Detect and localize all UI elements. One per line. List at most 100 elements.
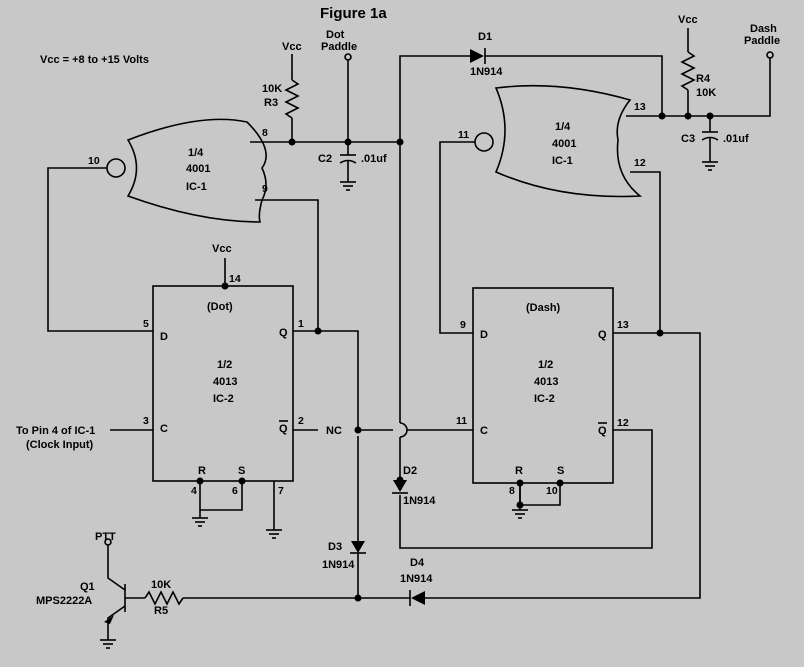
d4-label: D4: [410, 557, 425, 569]
pin-ff2-d: 9: [460, 319, 466, 331]
ff2-part: 4013: [534, 376, 558, 388]
ff1-d: D: [160, 331, 168, 343]
pin-ff2-s: 10: [546, 485, 558, 497]
pin-ff1-d: 5: [143, 318, 149, 330]
ptt-label: PTT: [95, 531, 116, 543]
r5-name: R5: [154, 605, 168, 617]
c3-value: .01uf: [723, 133, 749, 145]
nor-gate-dot: 1/4 4001 IC-1: [106, 118, 267, 223]
figure-title: Figure 1a: [320, 5, 387, 22]
transistor-arrow-icon: [104, 615, 114, 624]
dot-paddle-label-2: Paddle: [321, 41, 357, 53]
ff2-d: D: [480, 329, 488, 341]
pin-ff1-vss: 7: [278, 485, 284, 497]
r4-value: 10K: [696, 87, 716, 99]
clock-note-1: To Pin 4 of IC-1: [16, 425, 95, 437]
pin-ff1-c: 3: [143, 415, 149, 427]
dash-paddle-label-2: Paddle: [744, 35, 780, 47]
pin-ff1-s: 6: [232, 485, 238, 497]
gate2-frac: 1/4: [555, 121, 571, 133]
ground-icon: [512, 509, 528, 519]
ff1-part: 4013: [213, 376, 237, 388]
ff2-q: Q: [598, 329, 607, 341]
c3-label: C3: [681, 133, 695, 145]
ground-icon: [340, 181, 356, 191]
ff2-s: S: [557, 465, 564, 477]
ff1-label: (Dot): [207, 301, 233, 313]
pin-ff2-r: 8: [509, 485, 515, 497]
d3-label: D3: [328, 541, 342, 553]
d2-part: 1N914: [403, 495, 436, 507]
diode-d3: [350, 541, 366, 554]
gate1-ic: IC-1: [186, 181, 207, 193]
vcc-r4: Vcc: [678, 14, 698, 26]
pin-g1-in-a: 8: [262, 127, 268, 139]
vcc-note: Vcc = +8 to +15 Volts: [40, 54, 149, 66]
ff2-frac: 1/2: [538, 359, 553, 371]
gate2-part: 4001: [552, 138, 576, 150]
gate2-ic: IC-1: [552, 155, 573, 167]
dash-paddle-label-1: Dash: [750, 23, 777, 35]
inverter-bubble: [474, 132, 494, 152]
r3-name: R3: [264, 97, 278, 109]
r3-value: 10K: [262, 83, 282, 95]
ptt-terminal: [104, 538, 112, 546]
pin-g1-in-b: 9: [262, 183, 268, 195]
d2-label: D2: [403, 465, 417, 477]
dot-paddle-terminal: [344, 53, 352, 61]
ff2-label: (Dash): [526, 302, 561, 314]
ground-icon: [702, 161, 718, 171]
ff2-r: R: [515, 465, 523, 477]
vcc-r3: Vcc: [282, 41, 302, 53]
ground-icon: [192, 517, 208, 527]
flipflop-dash: (Dash) 1/2 4013 IC-2 D C Q Q R S: [472, 287, 614, 484]
pin-ff2-c: 11: [456, 415, 467, 427]
c2-value: .01uf: [361, 153, 387, 165]
ground-icon: [100, 639, 116, 649]
dash-paddle-terminal: [766, 51, 774, 59]
junctions: [196, 112, 714, 602]
d1-part: 1N914: [470, 66, 503, 78]
d4-part: 1N914: [400, 573, 433, 585]
ff2-c: C: [480, 425, 488, 437]
vcc-ff1: Vcc: [212, 243, 232, 255]
ff1-c: C: [160, 423, 168, 435]
clock-note-2: (Clock Input): [26, 439, 94, 451]
ff1-q: Q: [279, 327, 288, 339]
r4-name: R4: [696, 73, 711, 85]
ground-icon: [266, 529, 282, 539]
inverter-bubble: [106, 158, 126, 178]
gate1-frac: 1/4: [188, 147, 204, 159]
dot-paddle-label-1: Dot: [326, 29, 345, 41]
pin-g1-out: 10: [88, 155, 100, 167]
ff1-qbar: Q: [279, 423, 288, 435]
ff2-qbar: Q: [598, 425, 607, 437]
d3-part: 1N914: [322, 559, 355, 571]
diode-d4: [409, 590, 425, 606]
pin-ff1-vdd: 14: [229, 273, 241, 285]
pin-ff2-qbar: 12: [617, 417, 629, 429]
pin-g2-out: 11: [458, 129, 469, 141]
flipflop-dot: (Dot) 1/2 4013 IC-2 D C Q Q R S: [152, 285, 294, 482]
pin-ff1-r: 4: [191, 485, 197, 497]
ff2-ic: IC-2: [534, 393, 555, 405]
pin-ff1-qbar: 2: [298, 415, 304, 427]
diode-d1: [470, 48, 486, 64]
d1-label: D1: [478, 31, 492, 43]
ff1-frac: 1/2: [217, 359, 232, 371]
diode-d2: [392, 480, 408, 494]
r5-value: 10K: [151, 579, 171, 591]
ff1-ic: IC-2: [213, 393, 234, 405]
nc-label: NC: [326, 425, 342, 437]
gate1-part: 4001: [186, 163, 210, 175]
ff1-s: S: [238, 465, 245, 477]
pin-g2-in-a: 13: [634, 101, 646, 113]
ff1-r: R: [198, 465, 206, 477]
pin-ff1-q: 1: [298, 318, 304, 330]
q1-label: Q1: [80, 581, 95, 593]
nor-gate-dash: 1/4 4001 IC-1: [474, 84, 643, 198]
c2-label: C2: [318, 153, 332, 165]
pin-ff2-q: 13: [617, 319, 629, 331]
